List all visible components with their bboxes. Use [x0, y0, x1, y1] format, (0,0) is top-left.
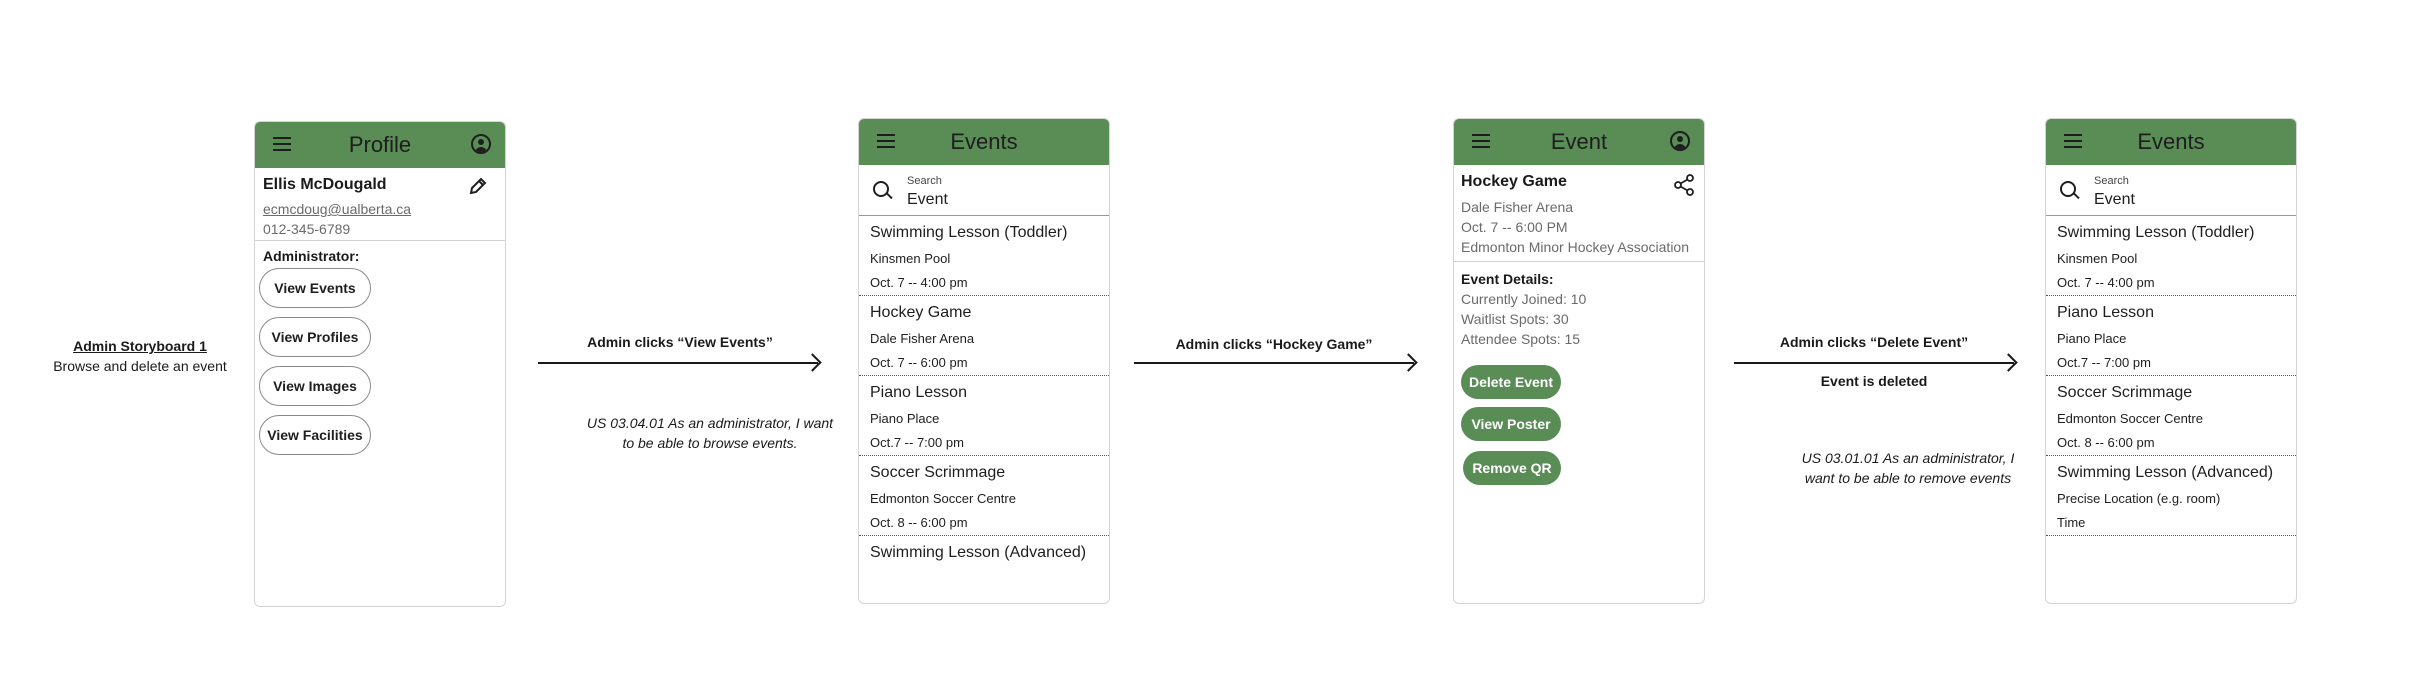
- event-list-item[interactable]: Soccer Scrimmage Edmonton Soccer Centre …: [2046, 376, 2296, 456]
- search-label: Search: [2094, 175, 2129, 187]
- event-name: Soccer Scrimmage: [2057, 384, 2193, 401]
- event-location: Edmonton Soccer Centre: [870, 491, 1016, 506]
- search-icon: [873, 181, 889, 197]
- event-time: Oct. 8 -- 6:00 pm: [2057, 435, 2155, 450]
- event-location: Dale Fisher Arena: [1461, 199, 1574, 215]
- event-time: Oct. 7 -- 4:00 pm: [2057, 275, 2155, 290]
- event-location: Kinsmen Pool: [2057, 251, 2138, 266]
- event-name: Swimming Lesson (Advanced): [870, 544, 1087, 561]
- event-name: Swimming Lesson (Toddler): [870, 224, 1068, 241]
- storyboard-subtitle: Browse and delete an event: [53, 358, 227, 374]
- edit-icon[interactable]: [468, 176, 488, 196]
- profile-screen: Profile Ellis McDougald ecmcdoug@ualbert…: [254, 121, 506, 607]
- search-input[interactable]: Event: [907, 191, 948, 208]
- role-label: Administrator:: [263, 248, 360, 264]
- remove-qr-button[interactable]: Remove QR: [1463, 451, 1561, 485]
- event-location: Precise Location (e.g. room): [2057, 491, 2221, 506]
- profile-phone: 012-345-6789: [263, 221, 351, 237]
- event-name: Swimming Lesson (Advanced): [2057, 464, 2274, 481]
- event-time: Oct.7 -- 7:00 pm: [2057, 355, 2151, 370]
- event-location: Dale Fisher Arena: [870, 331, 975, 346]
- view-profiles-button[interactable]: View Profiles: [259, 317, 371, 357]
- event-organizer: Edmonton Minor Hockey Association: [1461, 239, 1689, 255]
- profile-name: Ellis McDougald: [263, 176, 387, 193]
- details-header: Event Details:: [1461, 271, 1554, 287]
- event-time: Oct. 7 -- 6:00 pm: [870, 355, 968, 370]
- user-story-line: US 03.01.01 As an administrator, I: [1801, 450, 2015, 466]
- event-list-item[interactable]: Swimming Lesson (Toddler) Kinsmen Pool O…: [859, 216, 1109, 296]
- screen-title: Profile: [348, 132, 412, 157]
- user-story-line: to be able to browse events.: [622, 435, 798, 451]
- event-location: Piano Place: [870, 411, 940, 426]
- event-location: Edmonton Soccer Centre: [2057, 411, 2203, 426]
- search-field[interactable]: Search Event: [859, 165, 1109, 216]
- waitlist-spots: Waitlist Spots: 30: [1461, 311, 1569, 327]
- event-name: Soccer Scrimmage: [870, 464, 1006, 481]
- storyboard-title: Admin Storyboard 1 Browse and delete an …: [30, 336, 250, 376]
- event-list-item[interactable]: Piano Lesson Piano Place Oct.7 -- 7:00 p…: [859, 376, 1109, 456]
- event-name: Swimming Lesson (Toddler): [2057, 224, 2255, 241]
- app-bar: Profile: [255, 122, 505, 168]
- event-list-item[interactable]: Swimming Lesson (Toddler) Kinsmen Pool O…: [2046, 216, 2296, 296]
- menu-icon[interactable]: [1472, 134, 1490, 148]
- arrow: [538, 362, 818, 364]
- screen-title: Event: [1550, 129, 1608, 154]
- user-story-line: want to be able to remove events: [1804, 470, 2012, 486]
- event-list-item[interactable]: Piano Lesson Piano Place Oct.7 -- 7:00 p…: [2046, 296, 2296, 376]
- search-label: Search: [907, 175, 942, 187]
- profile-email[interactable]: ecmcdoug@ualberta.ca: [263, 201, 412, 217]
- account-icon[interactable]: [1670, 131, 1690, 151]
- screen-title: Events: [2137, 129, 2205, 154]
- event-time: Oct. 7 -- 6:00 PM: [1461, 219, 1568, 235]
- view-images-button[interactable]: View Images: [259, 366, 371, 406]
- event-detail-screen: Event Hockey Game Dale Fisher Arena Oct.…: [1453, 118, 1705, 604]
- menu-icon[interactable]: [2064, 134, 2082, 148]
- user-story: US 03.01.01 As an administrator, I want …: [1758, 448, 2058, 488]
- search-field[interactable]: Search Event: [2046, 165, 2296, 216]
- event-location: Kinsmen Pool: [870, 251, 951, 266]
- event-list-item[interactable]: Swimming Lesson (Advanced): [859, 536, 1109, 603]
- transition-caption: Admin clicks “Hockey Game”: [1175, 336, 1373, 352]
- event-time: Time: [2057, 515, 2086, 530]
- events-screen-after-delete: Events Search Event Swimming Lesson (Tod…: [2045, 118, 2297, 604]
- event-list-item[interactable]: Swimming Lesson (Advanced) Precise Locat…: [2046, 456, 2296, 536]
- view-events-button[interactable]: View Events: [259, 268, 371, 308]
- search-icon: [2060, 181, 2076, 197]
- app-bar: Event: [1454, 119, 1704, 165]
- event-time: Oct.7 -- 7:00 pm: [870, 435, 964, 450]
- event-name: Piano Lesson: [870, 384, 967, 401]
- menu-icon[interactable]: [877, 134, 895, 148]
- screen-title: Events: [950, 129, 1018, 154]
- app-bar: Events: [2046, 119, 2296, 165]
- storyboard-heading: Admin Storyboard 1: [73, 338, 207, 354]
- attendee-spots: Attendee Spots: 15: [1461, 331, 1581, 347]
- event-title: Hockey Game: [1461, 173, 1567, 190]
- share-icon[interactable]: [1673, 174, 1695, 196]
- event-time: Oct. 8 -- 6:00 pm: [870, 515, 968, 530]
- view-facilities-button[interactable]: View Facilities: [259, 415, 371, 455]
- events-screen: Events Search Event Swimming Lesson (Tod…: [858, 118, 1110, 604]
- event-time: Oct. 7 -- 4:00 pm: [870, 275, 968, 290]
- transition-caption: Admin clicks “Delete Event”: [1779, 334, 1969, 350]
- event-name: Piano Lesson: [2057, 304, 2154, 321]
- arrow: [1734, 362, 2014, 364]
- event-list-item[interactable]: Soccer Scrimmage Edmonton Soccer Centre …: [859, 456, 1109, 536]
- user-story-line: US 03.04.01 As an administrator, I want: [586, 415, 834, 431]
- arrow: [1134, 362, 1414, 364]
- transition-caption: Admin clicks “View Events”: [587, 334, 773, 350]
- event-header: Hockey Game Dale Fisher Arena Oct. 7 -- …: [1454, 165, 1704, 262]
- menu-icon[interactable]: [273, 137, 291, 151]
- transition-result: Event is deleted: [1820, 373, 1928, 389]
- event-name: Hockey Game: [870, 304, 972, 321]
- joined-count: Currently Joined: 10: [1461, 291, 1587, 307]
- profile-header: Ellis McDougald ecmcdoug@ualberta.ca 012…: [255, 168, 505, 241]
- account-icon[interactable]: [471, 134, 491, 154]
- delete-event-button[interactable]: Delete Event: [1461, 365, 1561, 399]
- event-location: Piano Place: [2057, 331, 2127, 346]
- app-bar: Events: [859, 119, 1109, 165]
- view-poster-button[interactable]: View Poster: [1461, 407, 1561, 441]
- user-story: US 03.04.01 As an administrator, I want …: [560, 413, 860, 453]
- event-list-item[interactable]: Hockey Game Dale Fisher Arena Oct. 7 -- …: [859, 296, 1109, 376]
- search-input[interactable]: Event: [2094, 191, 2135, 208]
